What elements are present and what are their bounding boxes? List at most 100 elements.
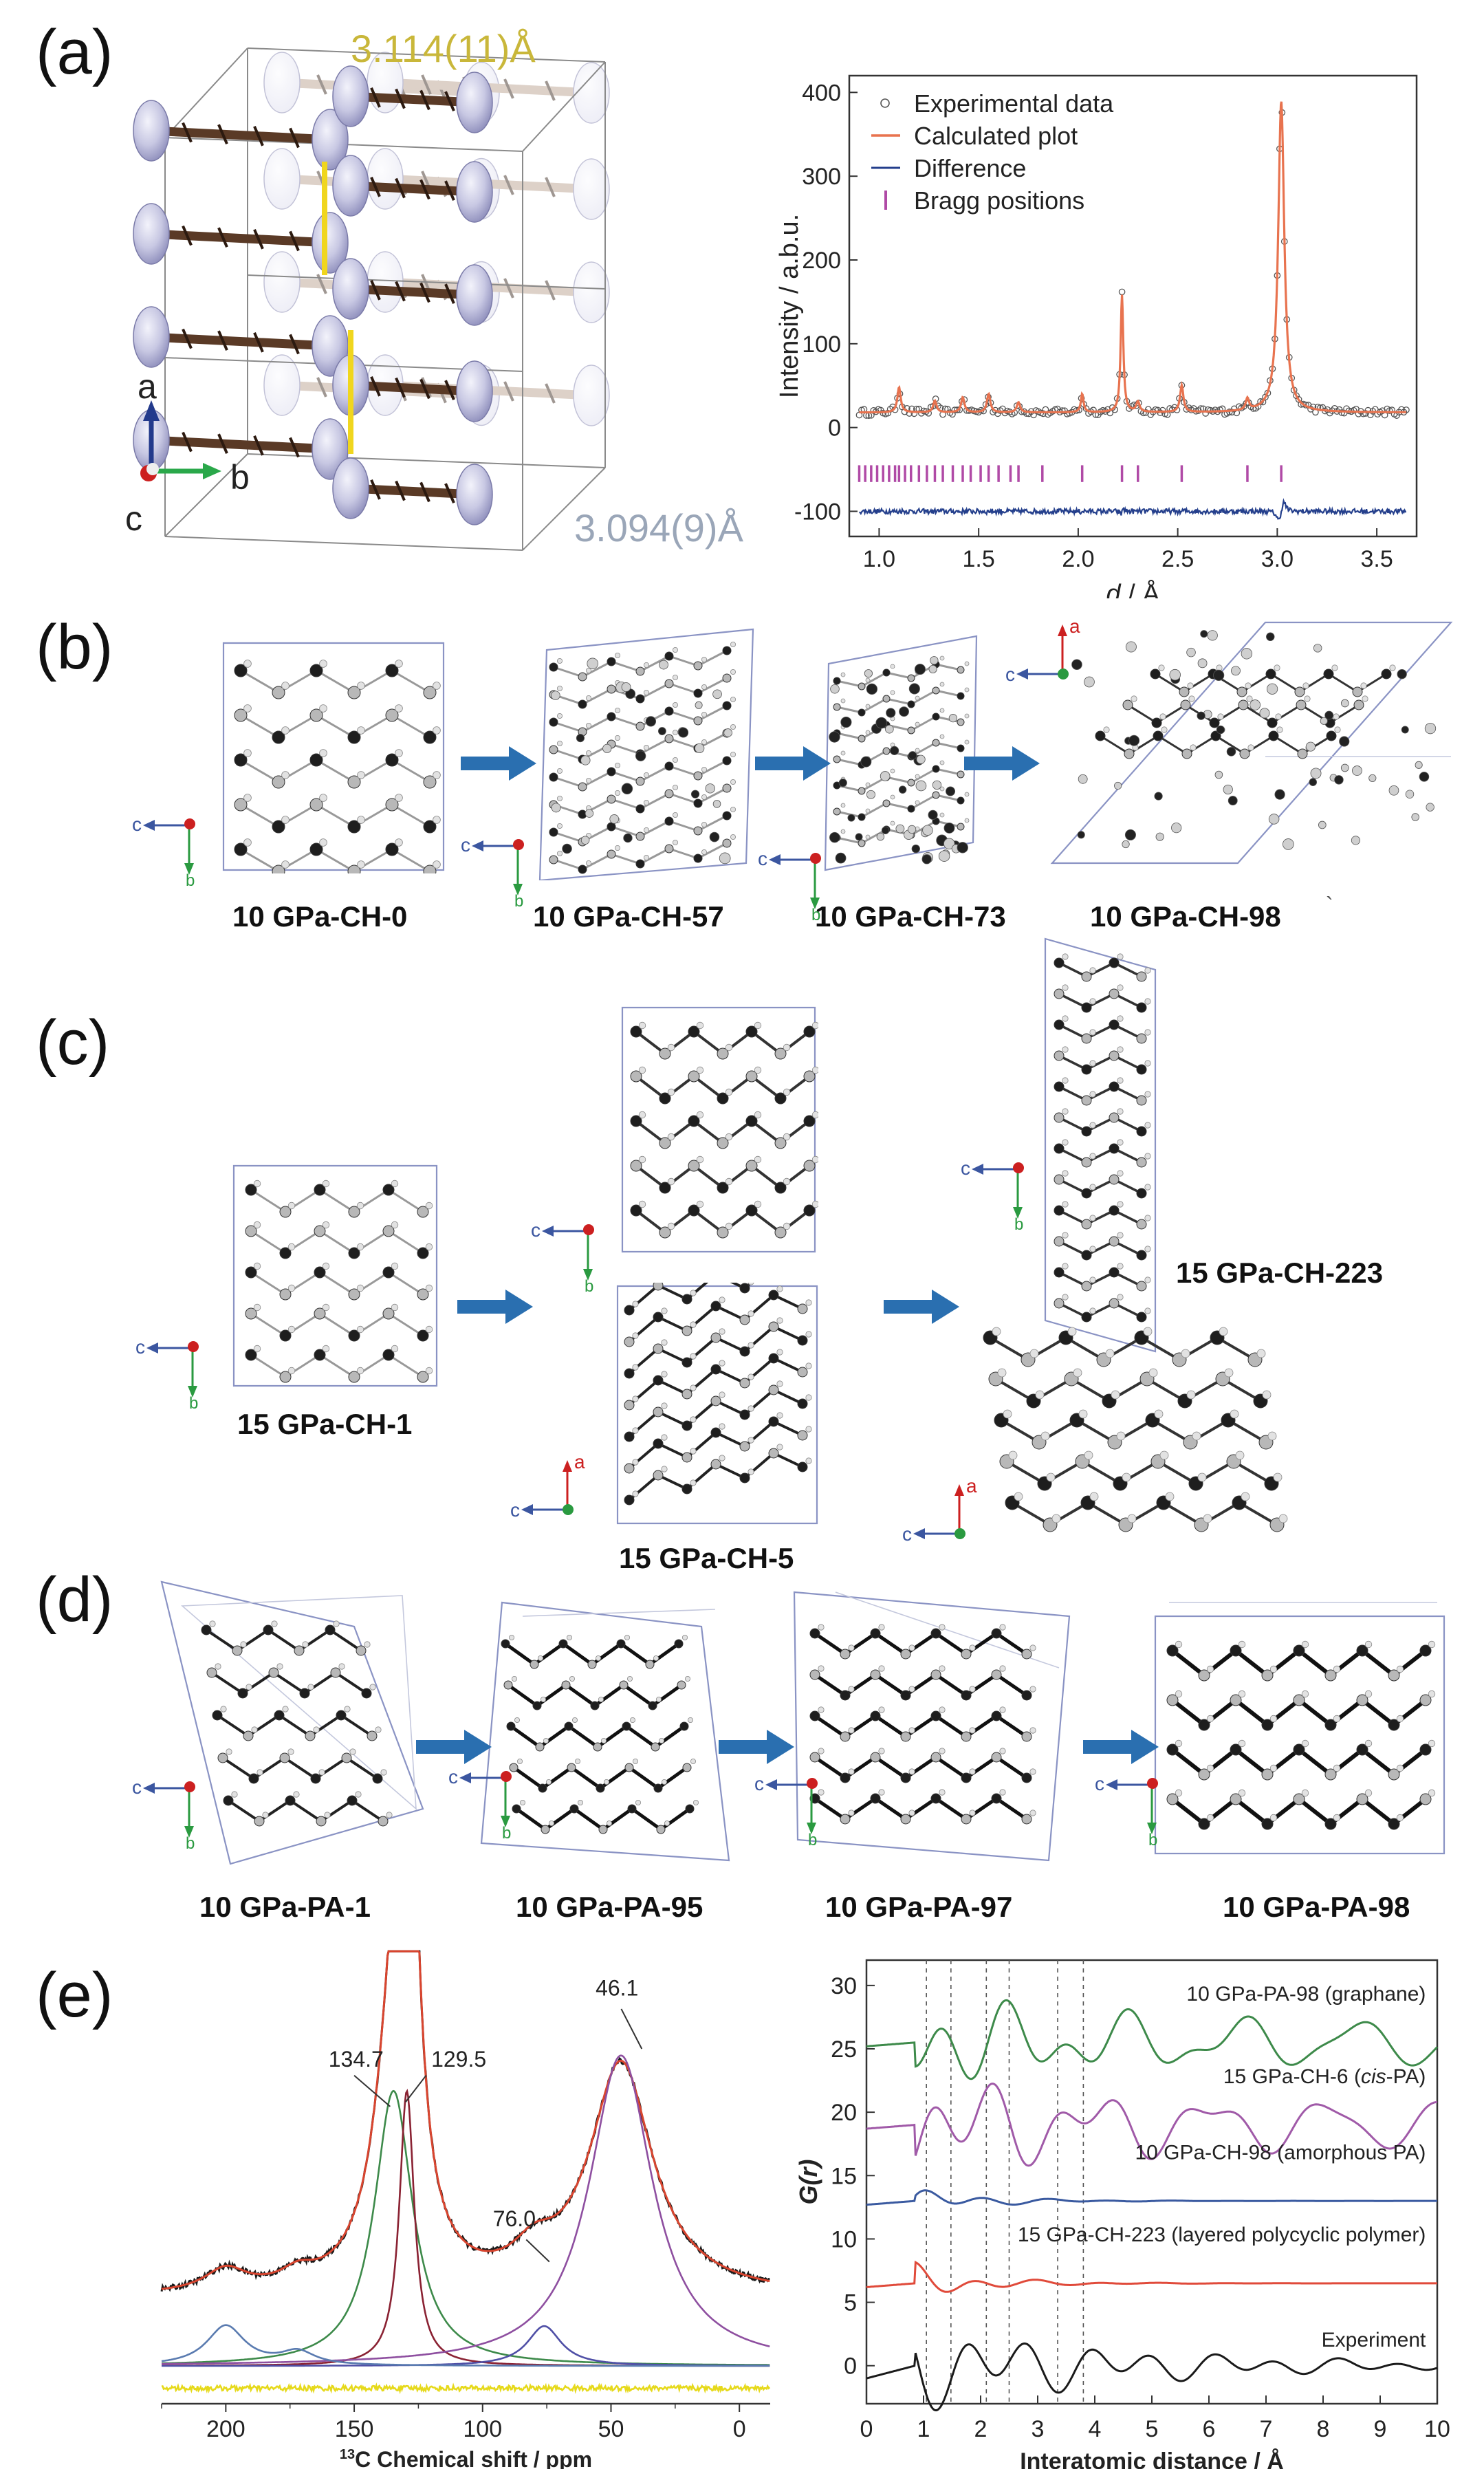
bond-tick	[316, 74, 327, 95]
bond	[910, 768, 937, 784]
carbon-atom	[417, 1371, 429, 1383]
hydrogen-atom	[1062, 953, 1069, 960]
bond-tick	[395, 480, 406, 501]
hydrogen-atom	[997, 1368, 1007, 1378]
carbon-atom	[803, 1070, 816, 1083]
carbon-atom	[659, 1047, 671, 1060]
carbon-atom	[768, 1416, 779, 1427]
carbon-atom	[382, 1307, 395, 1320]
hydrogen-atom	[1238, 1739, 1246, 1748]
carbon-atom	[768, 1290, 779, 1301]
x-tick-label: 150	[335, 2416, 374, 2442]
carbon-atom	[659, 1182, 671, 1194]
carbon-atom	[272, 730, 285, 744]
hydrogen-atom	[391, 1221, 399, 1229]
carbon-atom	[1324, 1719, 1337, 1731]
carbon-atom	[1326, 730, 1337, 741]
hydrogen-atom	[939, 812, 945, 818]
atom	[1214, 770, 1223, 779]
bond	[346, 91, 479, 107]
x-axis-label: Interatomic distance / Å	[1020, 2448, 1284, 2469]
axis-origin	[188, 1341, 199, 1352]
hydrogen-atom	[615, 845, 621, 851]
atom	[938, 850, 950, 862]
atom	[948, 714, 958, 723]
hydrogen-atom	[939, 734, 945, 739]
bond	[904, 1631, 937, 1656]
bond-tick	[253, 229, 264, 250]
carbon-atom	[423, 686, 437, 699]
bond	[240, 848, 279, 873]
spectrum-line	[162, 2382, 771, 2395]
bond	[391, 714, 430, 739]
bond	[1128, 735, 1159, 755]
hydrogen-atom	[939, 1748, 946, 1754]
carbon-atom	[1324, 1768, 1337, 1781]
hydrogen-atom	[1144, 1060, 1151, 1067]
carbon-atom	[254, 1816, 265, 1827]
bond	[995, 1796, 1028, 1821]
bond	[773, 1325, 803, 1342]
hydrogen-atom	[257, 1769, 263, 1776]
bond	[692, 1164, 724, 1189]
hydrogen-atom	[1144, 998, 1151, 1005]
carbon-atom	[797, 1398, 808, 1409]
hydrogen-atom	[1144, 1122, 1151, 1129]
hydrogen-atom	[615, 790, 621, 796]
carbon-atom	[1388, 1818, 1400, 1830]
hydrogen-atom	[964, 818, 970, 823]
bond	[210, 1671, 244, 1695]
axis-arrow	[583, 1269, 593, 1281]
hydrogen-atom	[1131, 695, 1137, 702]
bond	[657, 1765, 688, 1790]
bond	[1302, 735, 1332, 755]
axis-letter: c	[1005, 664, 1015, 685]
series-label: Experiment	[1322, 2329, 1426, 2351]
bond	[692, 1075, 724, 1100]
experimental-point	[1118, 288, 1126, 296]
hydrogen-atom	[969, 1809, 976, 1816]
spectrum-line	[161, 2324, 770, 2367]
hydrogen-atom	[1224, 1368, 1234, 1378]
caption-c-1: 15 GPa-CH-1	[237, 1408, 413, 1440]
hydrogen-atom	[364, 1641, 371, 1648]
hydrogen-atom	[730, 834, 736, 840]
hydrogen-atom	[1035, 1390, 1045, 1400]
carbon-atom	[693, 798, 703, 808]
spectrum-line	[160, 1950, 770, 2292]
hydrogen-atom	[1274, 664, 1280, 671]
hydrogen-atom	[908, 1768, 915, 1775]
bond	[240, 759, 279, 783]
hydrogen-atom	[356, 1284, 364, 1292]
carbon-atom	[1054, 988, 1065, 999]
carbon-atom	[659, 1226, 671, 1239]
hydrogen-atom	[1014, 1492, 1023, 1501]
hydrogen-atom	[667, 1222, 675, 1230]
atom	[551, 691, 560, 700]
bond	[582, 853, 612, 871]
bond	[814, 1631, 847, 1656]
axis-letter: c	[902, 1523, 912, 1545]
axis-arrow	[521, 1504, 533, 1515]
carbon-atom	[961, 1731, 972, 1742]
bond	[205, 1629, 239, 1652]
bond	[388, 1188, 424, 1213]
carbon-atom	[1054, 957, 1065, 968]
bond	[935, 1755, 968, 1780]
panel-label-a: (a)	[36, 17, 113, 87]
bond	[146, 332, 335, 351]
bond-tick	[370, 479, 381, 500]
bond	[553, 831, 583, 843]
carbon-atom	[299, 1688, 310, 1699]
bond	[1328, 673, 1358, 693]
cell-edge	[247, 47, 606, 63]
carbon-atom	[797, 1303, 808, 1314]
carbon-atom	[268, 1667, 279, 1678]
caption-d-2: 10 GPa-PA-95	[516, 1891, 703, 1923]
bond	[874, 1673, 907, 1697]
carbon-atom	[549, 745, 558, 754]
spectrum-line	[162, 2088, 770, 2367]
atom	[1071, 659, 1082, 671]
bond	[1155, 673, 1185, 693]
bond	[227, 1799, 261, 1823]
